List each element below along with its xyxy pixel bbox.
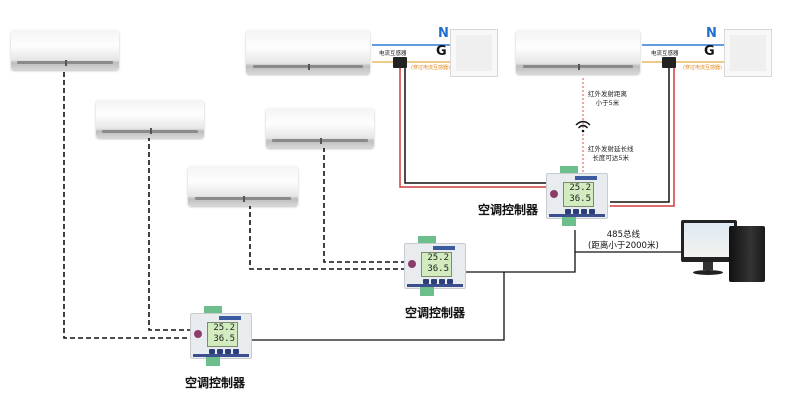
controller-button[interactable] (217, 349, 223, 354)
current-transformer-2 (662, 57, 676, 68)
controller-button[interactable] (225, 349, 231, 354)
bus-label-line2: (距离小于2000米) (588, 241, 659, 251)
ir-line-ac2 (148, 136, 190, 331)
air-conditioner-6 (516, 30, 640, 74)
temperature-reading: 25.2 (213, 323, 235, 333)
n-label-1: N (438, 26, 449, 41)
controller-button[interactable] (439, 279, 445, 284)
humidity-reading: 36.5 (213, 334, 235, 344)
n-label-2: N (706, 26, 717, 41)
bus-line-main (574, 230, 682, 253)
air-conditioner-2 (96, 100, 204, 138)
ir-distance-note-line1: 红外发射距离 (588, 90, 627, 98)
bus-label-line1: 485总线 (606, 230, 640, 240)
wall-socket-2 (724, 29, 772, 77)
pc-tower (729, 226, 765, 282)
ir-extension-note-line2: 长度可达5米 (592, 154, 630, 162)
current-transformer-1 (393, 57, 407, 68)
ir-line-ac1 (63, 72, 190, 339)
controller-button[interactable] (423, 279, 429, 284)
brand-logo-icon (550, 190, 558, 198)
ir-distance-note-line2: 小于5米 (595, 99, 620, 107)
ir-line-ac3 (323, 147, 405, 263)
red-wire-right (610, 68, 675, 207)
bus-label: 485总线 (距离小于2000米) (588, 230, 659, 252)
controller-button[interactable] (573, 209, 579, 214)
temperature-reading: 25.2 (569, 183, 591, 193)
bus-line-c1 (250, 272, 505, 341)
air-conditioner-3 (266, 108, 374, 148)
black-wire-left (404, 68, 548, 184)
controller-button[interactable] (565, 209, 571, 214)
ct-note-2: (穿过电流互感器) (683, 65, 722, 71)
humidity-reading: 36.5 (427, 264, 449, 274)
controller-button[interactable] (233, 349, 239, 354)
monitor-stand (703, 262, 713, 270)
controller-button[interactable] (581, 209, 587, 214)
wireless-icon (575, 120, 591, 133)
controller-label-2: 空调控制器 (405, 306, 466, 320)
brand-logo-icon (408, 260, 416, 268)
temperature-reading: 25.2 (427, 253, 449, 263)
controller-label-1: 空调控制器 (185, 376, 246, 390)
controller-button[interactable] (447, 279, 453, 284)
ct-note-1: (穿过电流互感器) (411, 65, 450, 71)
air-conditioner-5 (246, 30, 370, 74)
monitor-screen (684, 223, 734, 257)
black-wire-right (610, 68, 670, 203)
controller-button[interactable] (589, 209, 595, 214)
ir-extension-note: 红外发射延长线 长度可达5米 (588, 145, 634, 163)
monitor-base (693, 270, 723, 275)
red-wire-left (399, 68, 548, 188)
ct-label-1: 电流互感器 (379, 51, 407, 57)
controller-label-3: 空调控制器 (478, 203, 539, 217)
controller-button[interactable] (209, 349, 215, 354)
ir-distance-note: 红外发射距离 小于5米 (588, 90, 627, 108)
ct-label-2: 电流互感器 (651, 51, 679, 57)
air-conditioner-4 (188, 166, 298, 206)
air-conditioner-1 (11, 30, 119, 70)
g-label-1: G (436, 44, 447, 59)
monitor (681, 220, 737, 262)
ir-line-ac4 (249, 204, 405, 270)
controller-button[interactable] (431, 279, 437, 284)
brand-logo-icon (194, 330, 202, 338)
computer (675, 216, 775, 284)
humidity-reading: 36.5 (569, 194, 591, 204)
g-label-2: G (704, 44, 715, 59)
bus-line-c2 (462, 252, 576, 273)
wall-socket-1 (450, 29, 498, 77)
ir-extension-note-line1: 红外发射延长线 (588, 145, 634, 153)
